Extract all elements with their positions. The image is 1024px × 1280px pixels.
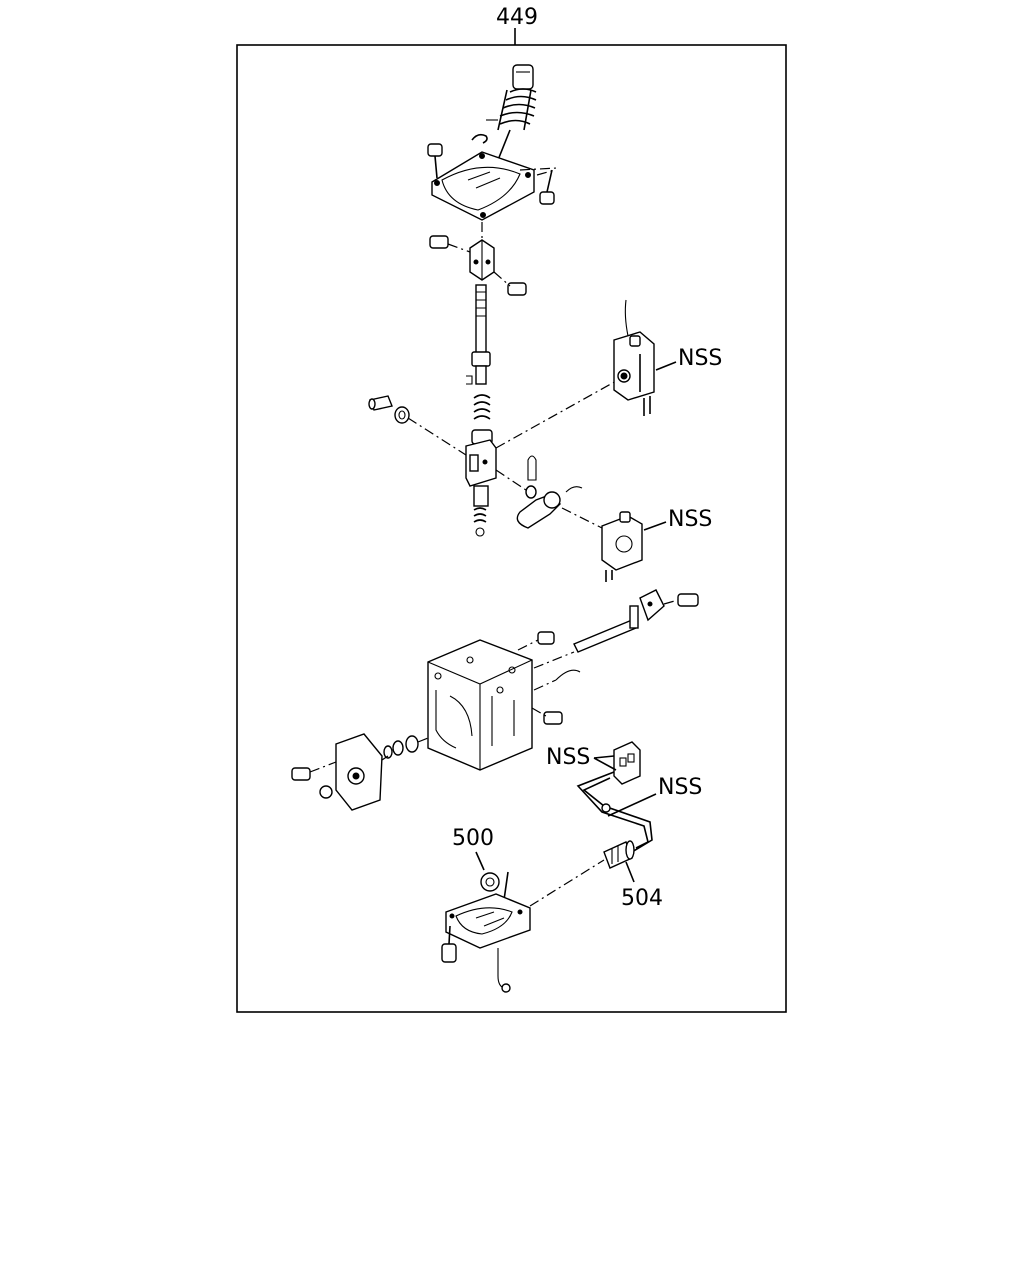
bracket-bolt-left — [429, 235, 471, 253]
group-number-label: 449 — [496, 5, 538, 30]
rod-pin — [466, 375, 473, 385]
callout-nss-connector: NSS — [546, 745, 590, 770]
side-cover — [335, 733, 383, 811]
part-504-grommet — [603, 840, 635, 869]
seal-rings — [383, 735, 419, 759]
leader-nss-connector-a — [593, 757, 617, 771]
leader-500 — [475, 851, 485, 871]
callout-nss-lower-switch: NSS — [668, 507, 712, 532]
dash-case-to-rod — [533, 651, 575, 669]
lower-bracket-bolt — [441, 925, 457, 963]
rod-bolt — [663, 593, 699, 607]
shift-rod — [471, 284, 491, 385]
dash-pin-to-shaft — [407, 417, 467, 456]
selector-housing — [427, 639, 533, 771]
cross-pin — [368, 395, 393, 411]
leader-nss-connector-b — [593, 755, 615, 759]
cross-pin-washer — [394, 406, 410, 424]
shift-shaft-assembly — [465, 429, 497, 537]
dash-rings-to-case — [417, 737, 429, 743]
case-bolt-top — [517, 631, 555, 651]
diagram-frame — [236, 28, 787, 1013]
cover-bolt — [291, 761, 337, 781]
leader-nss-lower — [643, 521, 667, 531]
shift-lever-top — [471, 64, 537, 181]
callout-nss-upper-switch: NSS — [678, 346, 722, 371]
select-lever — [516, 486, 603, 529]
lower-bracket-wire — [497, 948, 511, 993]
rod-spring — [473, 394, 491, 420]
harness-connector — [613, 741, 641, 785]
control-rod — [573, 589, 665, 653]
plate-bolt-left — [427, 143, 443, 179]
plate-bolt-right — [539, 169, 555, 205]
detent-washer — [525, 485, 537, 499]
dash-shaft-to-switch — [495, 379, 619, 449]
leader-nss-upper — [655, 361, 677, 371]
callout-nss-cable: NSS — [658, 775, 702, 800]
clip-pin-line — [503, 871, 509, 901]
callout-part-504: 504 — [621, 886, 663, 911]
dash-cover-to-rings — [381, 755, 389, 761]
callout-part-500: 500 — [452, 826, 494, 851]
wiring-harness — [576, 771, 653, 853]
upper-switch — [613, 299, 655, 416]
part-500-clip — [480, 872, 500, 892]
dash-case-to-clip — [533, 679, 557, 691]
detent-pin — [527, 455, 537, 481]
leader-504 — [625, 861, 635, 883]
bracket-bolt-right — [493, 271, 527, 296]
cover-plug — [319, 785, 333, 799]
spring-clip — [555, 669, 581, 681]
lower-switch — [601, 511, 643, 582]
lever-plate — [431, 151, 558, 221]
leader-nss-cable — [607, 793, 657, 817]
dash-shaft-to-washer — [495, 469, 527, 491]
lever-bracket — [469, 222, 495, 281]
dash-504-to-bracket — [529, 859, 605, 907]
lower-bracket — [445, 893, 531, 949]
case-bolt-right — [531, 707, 563, 725]
